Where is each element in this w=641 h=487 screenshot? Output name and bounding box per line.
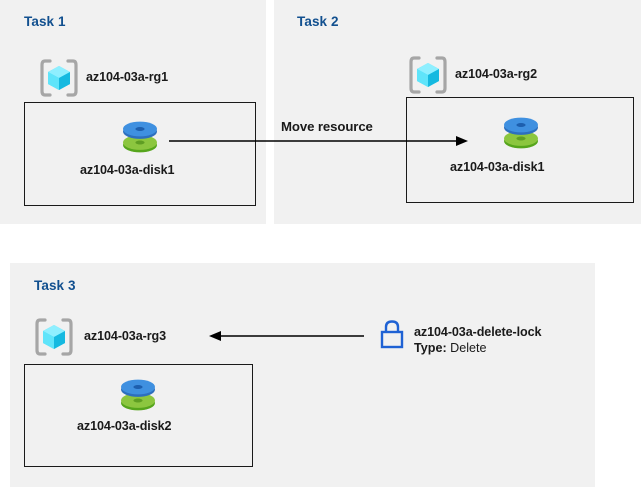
task3-title: Task 3 (34, 278, 76, 293)
lock-icon (378, 318, 406, 350)
task3-resource-group-label: az104-03a-rg3 (84, 329, 167, 343)
move-resource-label: Move resource (281, 119, 373, 134)
managed-disk-icon (117, 374, 159, 416)
resource-group-icon (38, 57, 80, 99)
task1-resource-group-label: az104-03a-rg1 (86, 70, 169, 84)
task2-resource-box (406, 97, 634, 203)
task1-title: Task 1 (24, 14, 66, 29)
task3-resource-label: az104-03a-disk2 (77, 419, 172, 433)
lock-label: az104-03a-delete-lock (414, 325, 542, 339)
task1-resource-label: az104-03a-disk1 (80, 163, 175, 177)
lock-type-value: Delete (450, 341, 487, 355)
lock-type: Type: Delete (414, 341, 487, 355)
task2-resource-group-label: az104-03a-rg2 (455, 67, 538, 81)
task2-resource-label: az104-03a-disk1 (450, 160, 545, 174)
task1-resource-box (24, 102, 256, 206)
resource-group-icon (407, 54, 449, 96)
task2-title: Task 2 (297, 14, 339, 29)
managed-disk-icon (119, 116, 161, 158)
lock-type-key: Type: (414, 341, 447, 355)
managed-disk-icon (500, 112, 542, 154)
resource-group-icon (33, 316, 75, 358)
